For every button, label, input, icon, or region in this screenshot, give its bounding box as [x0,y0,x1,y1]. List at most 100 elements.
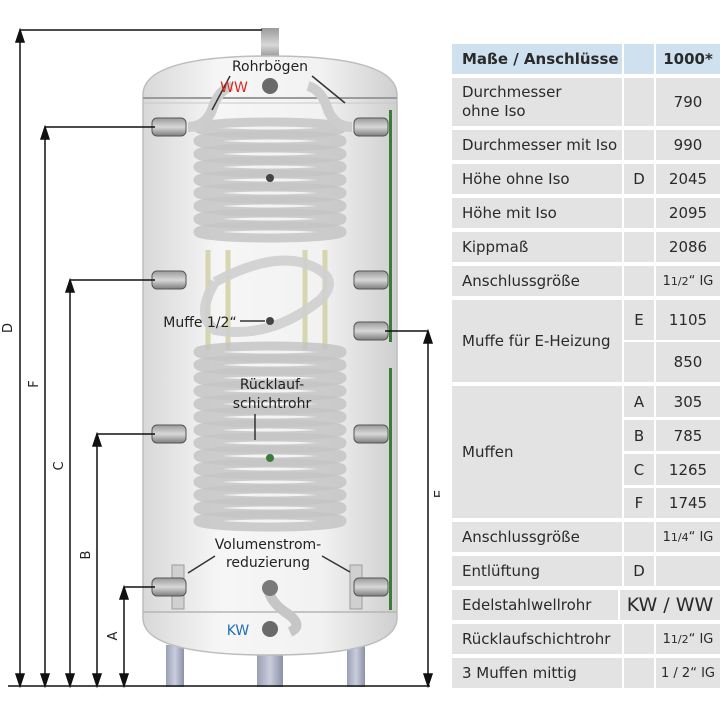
spec-value: 1 / 2“ IG [656,658,720,688]
spec-letter: F [624,488,654,518]
ww-connector [262,78,278,94]
spec-letter [624,342,654,382]
spec-value: KW / WW [620,590,720,620]
muffe-connector-right [353,270,389,290]
vent-pipe [261,28,279,62]
label-ruecklauf-1: Rücklauf- [240,377,304,393]
bottom-center-connector [262,580,278,596]
spec-value-frac: 1/2 [670,274,689,288]
spec-header-label: Maße / Anschlüsse [452,44,622,74]
spec-label: Rücklaufschichtrohr [452,624,622,654]
spec-row-center-sockets: 3 Muffen mittig 1 / 2“ IG [452,658,720,688]
tank-leg-left [166,645,184,687]
pipe-bend-right [306,81,353,132]
side-strip-lower [389,368,392,610]
spec-value-suffix: “ IG [688,631,714,647]
spec-label: Anschlussgröße [452,522,622,552]
return-pipe-curve [200,255,334,337]
tank-leg-right [347,645,365,687]
spec-label-muffen: Muffen [452,386,622,518]
kw-connector [262,621,278,637]
center-socket-middle [266,317,274,325]
label-ww: WW [220,80,248,96]
spec-letter [624,198,654,228]
spec-letter [624,522,654,552]
spec-value-main: 1 [662,529,671,545]
spec-value: 1105 [656,300,720,340]
spec-label: Durchmesser ohne Iso [452,78,622,126]
spec-row-vent: Entlüftung D [452,556,720,586]
spec-value: 2095 [656,198,720,228]
dim-label-a: A [106,631,121,640]
heat-exchanger-coil [193,117,347,532]
spec-value: 2086 [656,232,720,262]
spec-letter [624,78,654,126]
spec-row-height-iso: Höhe mit Iso 2095 [452,198,720,228]
tank-diagram: Rohrbögen WW Muffe 1/2“ Rücklauf- schich… [1,27,440,689]
spec-value [656,556,720,586]
muffe-connector-left [151,424,187,444]
label-volumen-1: Volumenstrom- [215,537,321,553]
spec-label: 3 Muffen mittig [452,658,622,688]
spec-value-frac: 1/4 [670,530,689,544]
spec-value: 1265 [656,454,720,485]
spec-letter: D [624,556,654,586]
spec-subrow-muffen-a: A 305 [452,386,720,417]
center-socket-lower [266,454,274,462]
spec-subrow-muffen-b: B 785 [452,420,720,451]
muffe-connector-right [353,577,389,597]
spec-subrow-e-1: E 1105 [452,300,720,340]
spec-row-tilt: Kippmaß 2086 [452,232,720,262]
rohrboegen-leader-left [211,75,231,111]
spec-letter [624,130,654,160]
volumen-leader-left [187,555,216,574]
spec-value: 1745 [656,488,720,518]
spec-label: Höhe ohne Iso [452,164,622,194]
spec-value: 2045 [656,164,720,194]
spec-row-diameter-iso: Durchmesser mit Iso 990 [452,130,720,160]
spec-label: Entlüftung [452,556,622,586]
spec-letter: A [624,386,654,417]
spec-header-value: 1000* [656,44,720,74]
spec-value: 305 [656,386,720,417]
rohrboegen-leader-right [311,75,346,104]
spec-row-diameter-no-iso: Durchmesser ohne Iso 790 [452,78,720,126]
spec-value-suffix: “ IG [688,529,714,545]
label-rohrboegen: Rohrbögen [232,59,308,75]
spec-letter: C [624,454,654,485]
muffe-connector-right [353,321,389,341]
dim-label-f: F [27,380,42,387]
spec-subrow-muffen-c: C 1265 [452,454,720,485]
spec-label: Anschlussgröße [452,266,622,296]
spec-letter [624,624,654,654]
coil-loop [193,221,347,243]
label-muffe: Muffe 1/2“ [163,315,236,331]
side-strip-upper [389,110,392,342]
coil-loop [193,510,347,532]
dimension-lines [8,27,434,689]
muffe-connector-right [353,424,389,444]
spec-letter: B [624,420,654,451]
spec-row-corrugated-pipe: Edelstahlwellrohr KW / WW [452,590,720,620]
spec-header-row: Maße / Anschlüsse 1000* [452,44,720,74]
label-volumen-2: reduzierung [226,555,310,571]
spec-row-height-no-iso: Höhe ohne Iso D 2045 [452,164,720,194]
dim-label-d: D [1,323,16,333]
spec-label: Höhe mit Iso [452,198,622,228]
spec-letter: D [624,164,654,194]
spec-letter [624,658,654,688]
spec-value-suffix: “ IG [688,273,714,289]
spec-label-line1: Durchmesser [462,83,562,101]
dim-label-b: B [79,551,94,560]
spec-subrow-muffen-f: F 1745 [452,488,720,518]
spec-label: Edelstahlwellrohr [452,590,618,620]
spec-value-main: 1 [662,273,671,289]
muffe-connector-left [151,270,187,290]
dim-label-e: E [433,490,440,498]
spec-value: 790 [656,78,720,126]
spec-value: 785 [656,420,720,451]
